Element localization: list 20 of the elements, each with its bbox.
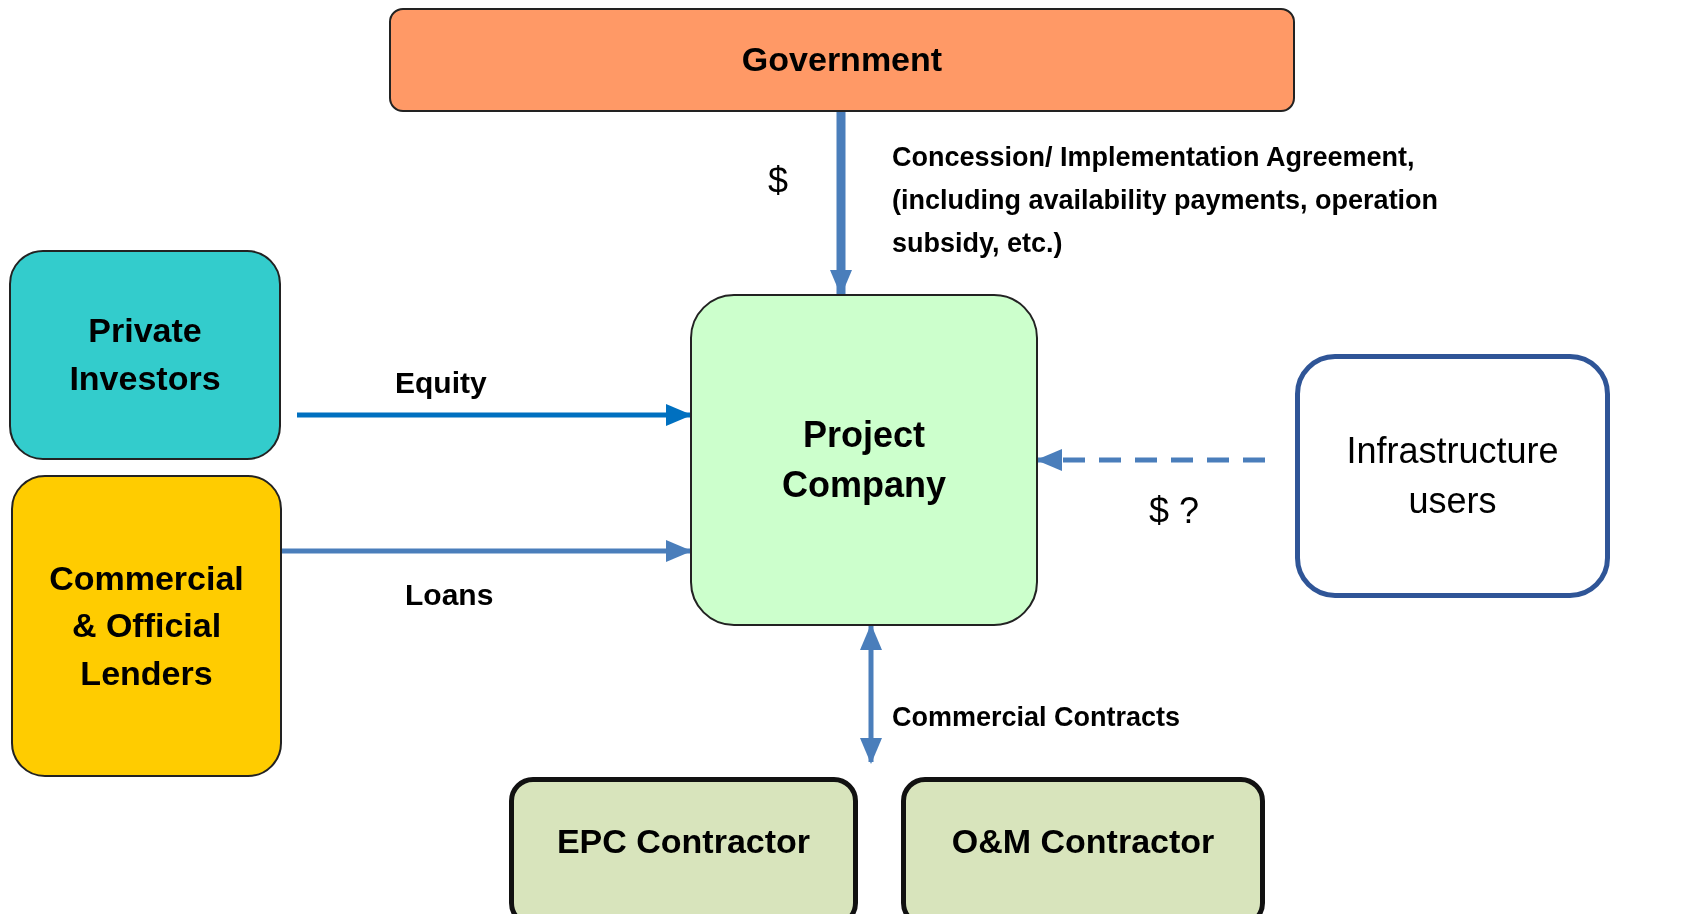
arrow [1036,449,1265,471]
arrow [297,404,692,426]
contractor-box [901,777,1265,914]
node-label: Government [741,39,943,81]
lender-box [11,475,282,777]
government-box [389,8,1295,112]
node-label: Commercial & Official Lenders [48,557,245,694]
node-label: Project Company [781,412,947,507]
arrow [282,540,692,562]
contracts-label: Commercial Contracts [892,701,1182,734]
agreement-note: Concession/ Implementation Agreement, (including availability payments, operation subsidy, etc.) [892,141,1440,261]
company-box [690,294,1038,626]
users-box [1295,354,1610,598]
investor-box [9,250,281,460]
node-label: EPC Contractor [556,821,811,863]
arrow [860,624,882,764]
contractor-box [509,777,858,914]
node-label: O&M Contractor [951,821,1215,863]
node-label: Infrastructure users [1345,428,1560,523]
node-label: Private Investors [68,310,222,399]
